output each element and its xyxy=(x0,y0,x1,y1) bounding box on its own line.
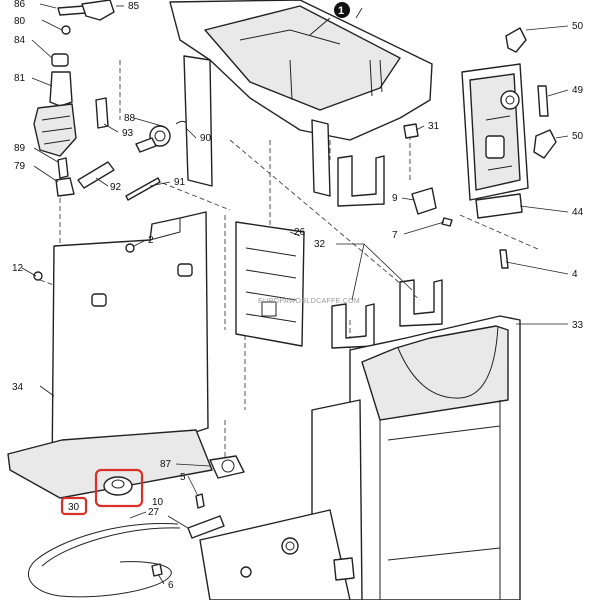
callout-33: 33 xyxy=(572,320,584,331)
callout-34: 34 xyxy=(12,382,24,393)
part-32-clips xyxy=(331,155,443,349)
part-89-spring xyxy=(57,157,69,179)
pump-group xyxy=(33,0,191,201)
callout-labels: 86 85 80 84 81 88 93 90 89 79 92 91 31 5… xyxy=(12,0,584,591)
highlight-box-grommet xyxy=(94,468,144,508)
part-92-cylinder xyxy=(77,161,115,189)
control-board xyxy=(411,63,529,269)
part-2-screw xyxy=(125,243,135,253)
reference-badge: 1 xyxy=(334,2,363,19)
part-81-pump xyxy=(49,71,73,107)
base-tray xyxy=(199,509,355,600)
callout-31: 31 xyxy=(428,121,440,132)
callout-92: 92 xyxy=(110,182,122,193)
part-88-nozzle xyxy=(135,137,157,153)
callout-89: 89 xyxy=(14,143,26,154)
part-30-grommet xyxy=(103,476,133,496)
part-6-screw xyxy=(151,563,163,577)
callout-26: 26 xyxy=(294,227,306,238)
part-26-panel xyxy=(235,221,305,347)
part-44-bracket xyxy=(475,193,523,219)
callout-50-bottom: 50 xyxy=(572,131,584,142)
callout-10: 10 xyxy=(152,497,164,508)
leader-lines xyxy=(21,3,569,585)
callout-30: 30 xyxy=(68,502,80,513)
callout-79: 79 xyxy=(14,161,26,172)
part-88-flowmeter xyxy=(149,125,171,147)
callout-27: 27 xyxy=(148,507,160,518)
part-84-cap xyxy=(51,53,69,67)
badge-number: 1 xyxy=(338,5,344,17)
callout-90: 90 xyxy=(200,133,212,144)
callout-12: 12 xyxy=(12,263,24,274)
part-93-clip xyxy=(95,97,109,129)
callout-4: 4 xyxy=(572,269,578,280)
callout-49: 49 xyxy=(572,85,584,96)
callout-85: 85 xyxy=(128,1,140,12)
callout-7: 7 xyxy=(392,230,398,241)
housing-tray-inner xyxy=(204,5,401,111)
callout-81: 81 xyxy=(14,73,26,84)
callout-91: 91 xyxy=(174,177,186,188)
callout-9: 9 xyxy=(392,193,398,204)
top-housing xyxy=(169,0,433,197)
housing-front-leg xyxy=(311,119,331,197)
part-31-knob xyxy=(403,123,419,139)
callout-88: 88 xyxy=(124,113,136,124)
part-86-tube xyxy=(57,5,87,16)
part-12-screw xyxy=(33,271,43,281)
part-85-fitting xyxy=(81,0,115,21)
watermark: EUROPAWORLDCAFFE.COM xyxy=(258,298,360,305)
part-50-elbow-bottom xyxy=(533,129,557,159)
part-27-cable xyxy=(27,522,179,598)
callout-84: 84 xyxy=(14,35,26,46)
part-91-pin xyxy=(125,177,161,201)
part-5-screw xyxy=(195,493,205,509)
callout-50-top: 50 xyxy=(572,21,584,32)
lower-left-parts xyxy=(27,455,245,598)
part-4-strip xyxy=(499,249,509,269)
callout-44: 44 xyxy=(572,207,584,218)
callout-6: 6 xyxy=(168,580,174,591)
part-80-oring xyxy=(61,25,71,35)
part-33-main-body xyxy=(311,315,521,600)
housing-left-wall xyxy=(183,55,213,187)
callout-87: 87 xyxy=(160,459,172,470)
callout-86: 86 xyxy=(14,0,26,10)
highlight-box-callout-30 xyxy=(60,496,88,516)
part-87-valve xyxy=(209,455,245,479)
callout-32: 32 xyxy=(314,239,326,250)
callout-93: 93 xyxy=(122,128,134,139)
callout-5: 5 xyxy=(180,472,186,483)
part-50-elbow-top xyxy=(505,27,527,53)
part-49-tube xyxy=(537,85,549,117)
part-34-back-plate xyxy=(7,211,213,499)
callout-2: 2 xyxy=(148,235,154,246)
part-9-clip xyxy=(411,187,437,215)
callout-80: 80 xyxy=(14,16,26,27)
part-10-bracket xyxy=(187,515,225,539)
part-79-valve xyxy=(55,177,75,197)
